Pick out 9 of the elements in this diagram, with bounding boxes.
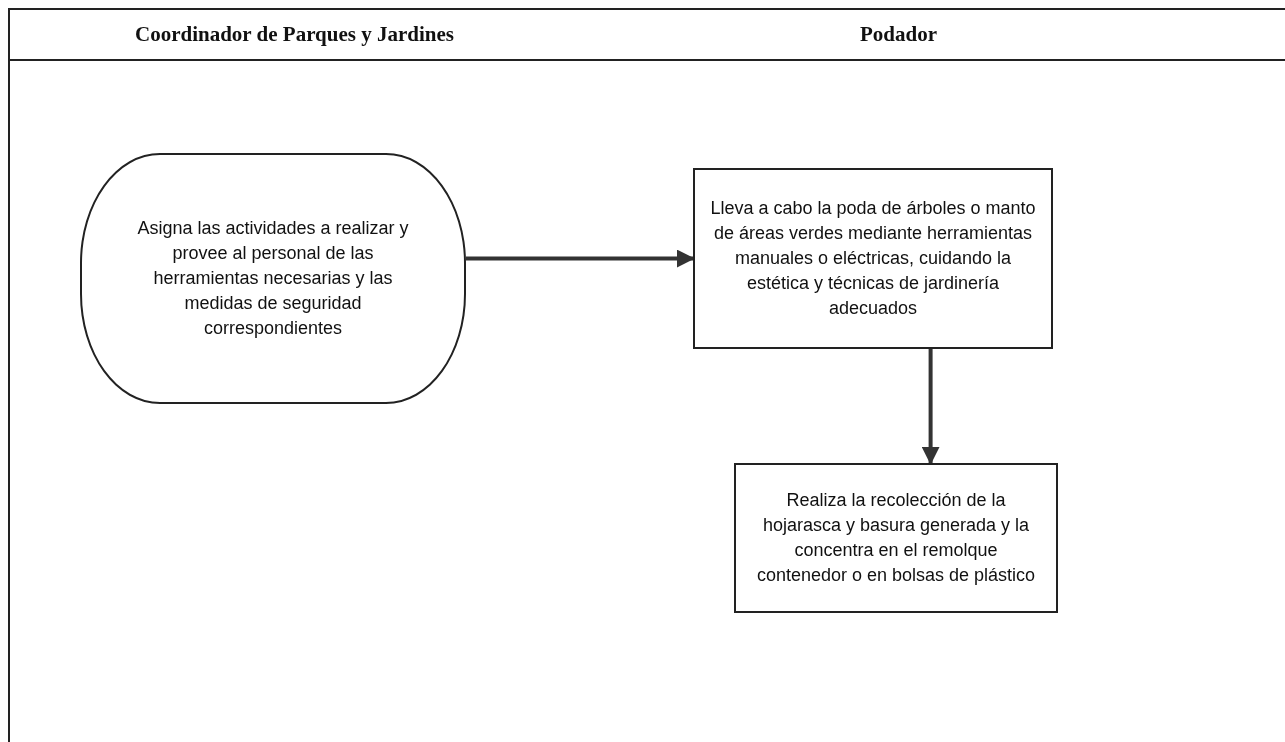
arrow [921, 349, 940, 465]
arrow [466, 249, 695, 268]
step-text: Realiza la recolección de la hojarasca y basura generada y la concentra en el remolque contenedor o en bolsas de plástico [755, 489, 1037, 587]
column-header: Coordinador de Parques y Jardines [135, 22, 454, 47]
step-text: Lleva a cabo la poda de árboles o manto de áreas verdes mediante herramientas manuales o eléctricas, cuidando la estética y técnicas de jardinería adecuados [709, 197, 1037, 320]
process-box [693, 168, 1053, 349]
process-box [734, 463, 1058, 613]
step-text: Asigna las actividades a realizar y provee al personal de las herramientas necesarias y las medidas de seguridad correspondientes [136, 217, 410, 340]
column-header: Podador [860, 22, 937, 47]
